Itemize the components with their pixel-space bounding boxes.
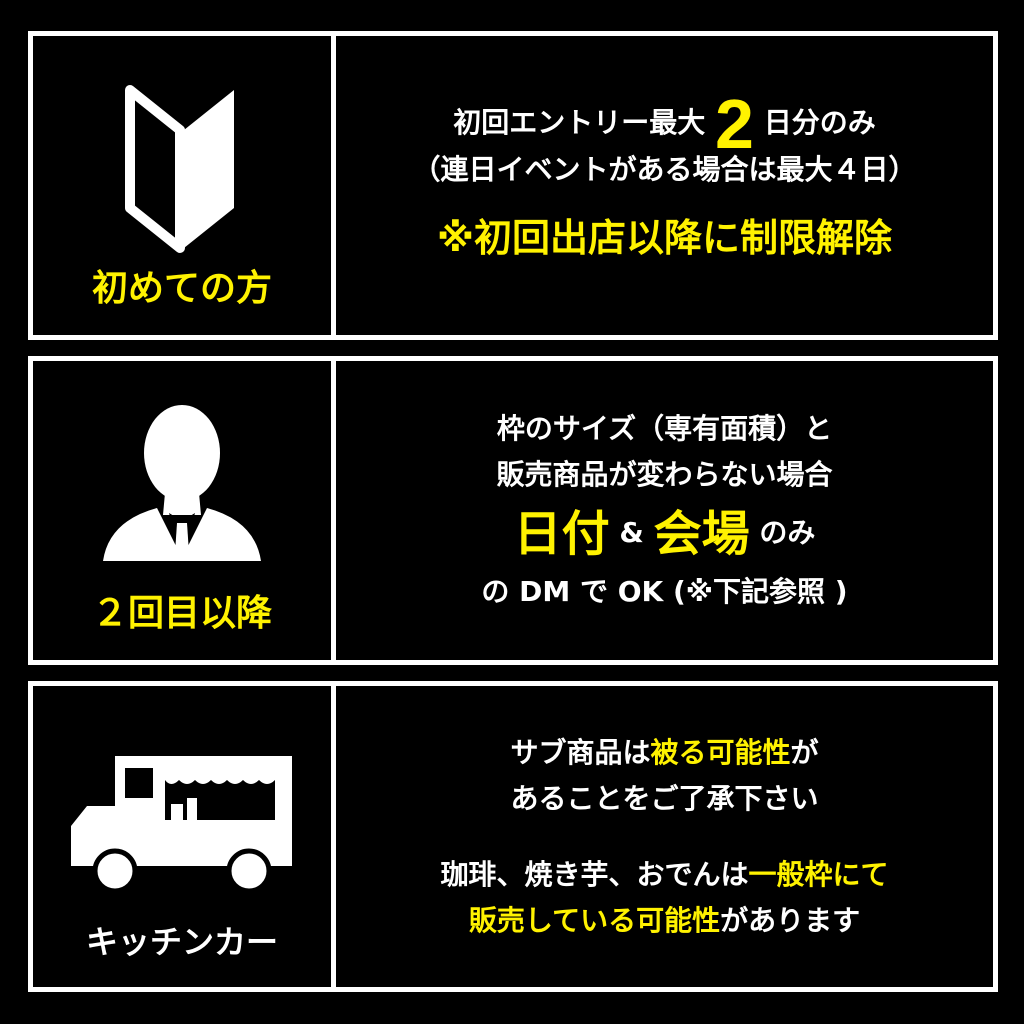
text: あることをご了承下さい <box>510 781 819 815</box>
section-kitchen-car: キッチンカー サブ商品は被る可能性が あることをご了承下さい 珈琲、焼き芋、おで… <box>28 681 998 992</box>
text: が <box>790 735 819 769</box>
section-label-cell: ２回目以降 <box>33 361 336 660</box>
text: サブ商品は <box>510 735 651 769</box>
section-content: 初回エントリー最大 2 日分のみ （連日イベントがある場合は最大４日） ※初回出… <box>336 36 993 335</box>
highlight-text: 被る可能性 <box>650 735 791 769</box>
text: 珈琲、焼き芋、おでんは <box>440 857 749 891</box>
highlight-text: 一般枠にて <box>748 857 889 891</box>
text: 販売商品が変わらない場合 <box>496 458 833 491</box>
section-label: 初めての方 <box>91 268 272 309</box>
highlight-date: 日付 <box>513 506 610 562</box>
section-first-time: 初めての方 初回エントリー最大 2 日分のみ （連日イベントがある場合は最大４日… <box>28 31 998 340</box>
section-content: サブ商品は被る可能性が あることをご了承下さい 珈琲、焼き芋、おでんは一般枠にて… <box>336 686 993 987</box>
section-label: キッチンカー <box>85 923 278 961</box>
text: 初回エントリー最大 <box>453 105 706 139</box>
section-repeat: ２回目以降 枠のサイズ（専有面積）と 販売商品が変わらない場合 日付 & 会場 … <box>28 356 998 665</box>
highlight-number: 2 <box>715 84 754 163</box>
text: （連日イベントがある場合は最大４日） <box>412 152 917 186</box>
section-content: 枠のサイズ（専有面積）と 販売商品が変わらない場合 日付 & 会場 のみ の D… <box>336 361 993 660</box>
section-label: ２回目以降 <box>91 593 272 634</box>
text: があります <box>720 903 861 937</box>
note: ※初回出店以降に制限解除 <box>437 215 892 260</box>
text: 枠のサイズ（専有面積）と <box>496 412 833 445</box>
text: の DM で OK (※下記参照 ) <box>481 575 848 608</box>
beginner-mark-icon <box>125 85 234 253</box>
section-label-cell: キッチンカー <box>33 686 336 987</box>
text: のみ <box>759 516 816 549</box>
text: & <box>619 516 644 549</box>
person-icon <box>103 405 261 561</box>
highlight-text: 販売している可能性 <box>468 903 721 937</box>
food-truck-icon <box>71 756 292 894</box>
section-label-cell: 初めての方 <box>33 36 336 335</box>
highlight-venue: 会場 <box>653 506 750 562</box>
text: 日分のみ <box>763 105 876 139</box>
